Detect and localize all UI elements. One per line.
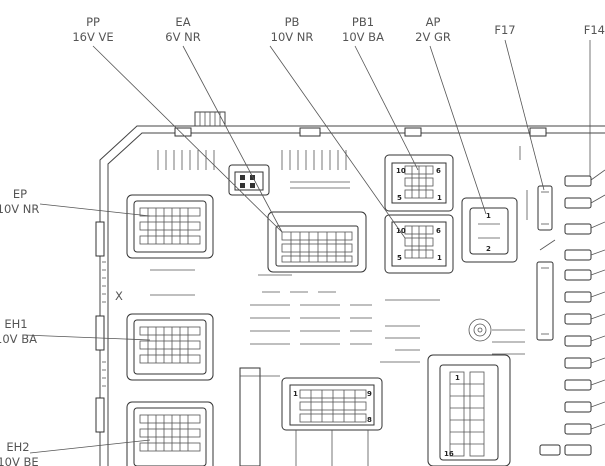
leader-lines	[23, 39, 591, 454]
pin-1: 1	[293, 390, 298, 398]
pin-6: 6	[436, 227, 441, 235]
bottom-center-connector: 1 9 8	[239, 367, 383, 466]
ap-connector: 1 2	[461, 197, 518, 263]
label-ap-name: AP	[426, 15, 441, 29]
label-f14: F14	[584, 23, 605, 37]
label-pp-spec: 16V VE	[72, 30, 113, 44]
pin-10: 10	[396, 227, 406, 235]
pin-1: 1	[437, 194, 442, 202]
pb-connector: 10 6 5 1	[384, 214, 454, 274]
label-pb1-name: PB1	[352, 15, 374, 29]
pin-1: 1	[455, 374, 460, 382]
pin-6: 6	[436, 167, 441, 175]
label-ap-spec: 2V GR	[415, 30, 451, 44]
pin-1: 1	[486, 212, 491, 220]
fuse-column	[536, 169, 605, 456]
pin-10: 10	[396, 167, 406, 175]
label-ea-name: EA	[175, 15, 190, 29]
housing-outline	[95, 111, 605, 466]
pb1-connector: 10 6 5 1	[384, 154, 454, 212]
pin-5: 5	[397, 254, 402, 262]
eh2-connector	[126, 401, 214, 466]
label-x-mark: X	[115, 289, 123, 303]
label-pb-name: PB	[285, 15, 300, 29]
label-eh1-name: EH1	[4, 317, 27, 331]
pp-connector	[267, 211, 367, 273]
label-pb1-spec: 10V BA	[342, 30, 384, 44]
pin-1: 1	[437, 254, 442, 262]
eh1-connector	[126, 313, 214, 381]
label-ea-spec: 6V NR	[165, 30, 200, 44]
pin-8: 8	[367, 416, 372, 424]
label-ep-spec: 10V NR	[0, 202, 39, 216]
pin-9: 9	[367, 390, 372, 398]
vent-slots	[150, 146, 556, 363]
label-eh2-name: EH2	[6, 440, 29, 454]
pin-2: 2	[486, 245, 491, 253]
label-eh1-spec: 10V BA	[0, 332, 37, 346]
pin-16: 16	[444, 450, 454, 458]
connector-labels: PP 16V VE EA 6V NR PB 10V NR PB1 10V BA …	[0, 15, 605, 466]
label-pp-name: PP	[86, 15, 100, 29]
label-pb-spec: 10V NR	[271, 30, 314, 44]
spiral-mark	[468, 318, 492, 342]
bottom-right-connector: 1 16	[427, 354, 511, 466]
label-f17: F17	[494, 23, 515, 37]
small-connector-top	[228, 164, 270, 196]
label-ep-name: EP	[13, 187, 27, 201]
ep-connector	[126, 194, 214, 259]
pin-5: 5	[397, 194, 402, 202]
label-eh2-spec: 10V BE	[0, 455, 39, 466]
